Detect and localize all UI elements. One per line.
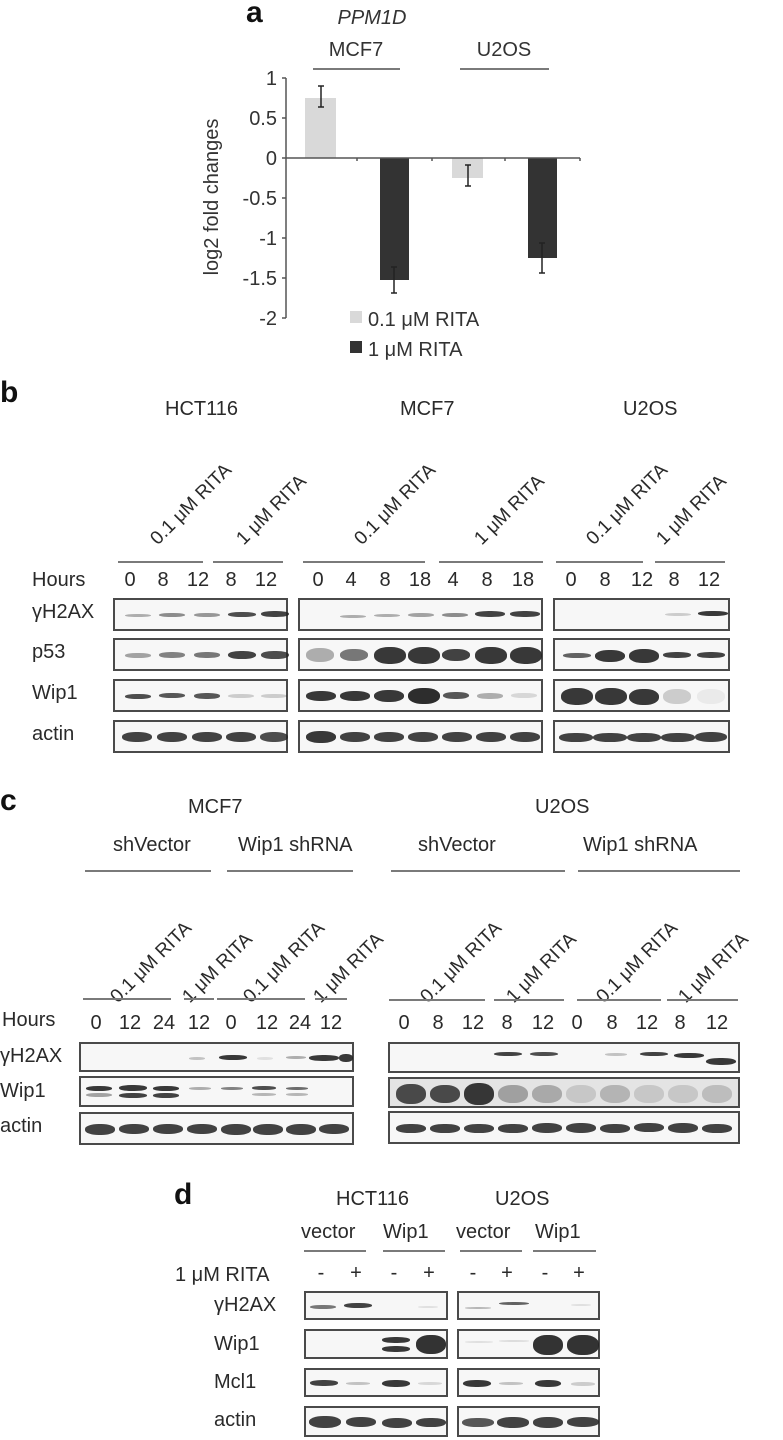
d-cellline-hct116: HCT116 [336, 1188, 409, 1210]
b-hours-label: Hours [32, 569, 86, 591]
d-row-actin: actin [214, 1409, 257, 1431]
blot-b-hct116-p53 [113, 638, 289, 671]
y-axis-label: log2 fold changes [201, 119, 223, 276]
blot-b-mcf7-gh2ax [298, 598, 543, 631]
b-hct116-treat-0.1: 0.1 μM RITA [146, 459, 236, 550]
legend-swatch-0.1 [350, 311, 362, 323]
c-row-actin: actin [0, 1115, 43, 1137]
blot-d-u2os-mcl1 [457, 1368, 600, 1397]
blot-b-u2os-wip1 [553, 679, 730, 712]
d-row-mcl1: Mcl1 [214, 1371, 257, 1393]
bar-mcf7-0.1 [305, 98, 336, 158]
chart-title: PPM1D [338, 7, 407, 29]
legend-label-1: 1 μM RITA [368, 339, 463, 361]
blot-c-u2os-actin [388, 1111, 740, 1144]
c-u2os-shrna-treat-0.1: 0.1 μM RITA [592, 917, 682, 1008]
b-cellline-hct116: HCT116 [165, 398, 238, 420]
group-label-mcf7: MCF7 [329, 39, 383, 61]
blot-d-hct116-gh2ax [304, 1291, 448, 1320]
blot-c-u2os-gh2ax [388, 1042, 740, 1073]
c-cellline-u2os: U2OS [535, 796, 590, 818]
c-row-gh2ax: γH2AX [0, 1045, 63, 1067]
bar-u2os-1 [528, 158, 557, 258]
d-u2os-vector: vector [456, 1221, 511, 1243]
d-row-gh2ax: γH2AX [214, 1294, 277, 1316]
blot-b-hct116-wip1 [113, 679, 288, 712]
blot-c-mcf7-wip1 [79, 1076, 354, 1107]
c-row-wip1: Wip1 [0, 1080, 46, 1102]
blot-d-hct116-mcl1 [304, 1368, 448, 1397]
blot-b-u2os-gh2ax [553, 598, 730, 631]
blot-c-mcf7-actin [79, 1112, 354, 1145]
legend-label-0.1: 0.1 μM RITA [368, 309, 480, 331]
d-hct116-vector: vector [301, 1221, 356, 1243]
c-u2os-wip1-shrna: Wip1 shRNA [583, 834, 698, 856]
d-u2os-wip1: Wip1 [535, 1221, 581, 1243]
ppm1d-bar-chart: PPM1D MCF7 U2OS log2 fold changes 1 0.5 … [201, 7, 581, 361]
svg-text:0: 0 [266, 148, 277, 170]
blot-d-u2os-actin [457, 1406, 600, 1437]
legend-swatch-1 [350, 341, 362, 353]
d-hct116-wip1: Wip1 [383, 1221, 429, 1243]
c-u2os-shvec-treat-0.1: 0.1 μM RITA [416, 917, 506, 1008]
b-cellline-mcf7: MCF7 [400, 398, 455, 420]
b-cellline-u2os: U2OS [623, 398, 678, 420]
blot-b-mcf7-actin [298, 720, 543, 753]
c-u2os-shvec-treat-1: 1 μM RITA [502, 928, 581, 1008]
panel-c-letter: c [0, 784, 17, 817]
b-hct116-treat-1: 1 μM RITA [232, 470, 311, 550]
d-row-wip1: Wip1 [214, 1333, 260, 1355]
blot-d-u2os-gh2ax [457, 1291, 600, 1320]
b-row-p53: p53 [32, 641, 66, 663]
c-hours-label: Hours [2, 1009, 56, 1031]
blot-d-hct116-actin [304, 1406, 448, 1437]
c-mcf7-wip1-shrna: Wip1 shRNA [238, 834, 353, 856]
svg-text:0.5: 0.5 [249, 108, 277, 130]
blot-c-mcf7-gh2ax [79, 1042, 354, 1072]
bar-mcf7-1 [380, 158, 409, 280]
blot-c-u2os-wip1 [388, 1077, 740, 1108]
panel-a-letter: a [246, 0, 263, 29]
b-row-gh2ax: γH2AX [32, 601, 95, 623]
blot-b-mcf7-p53 [298, 638, 543, 671]
y-axis-ticks: 1 0.5 0 -0.5 -1 -1.5 -2 [243, 68, 277, 330]
c-u2os-shvector: shVector [418, 834, 496, 856]
svg-text:-2: -2 [259, 308, 277, 330]
blot-b-hct116-gh2ax [113, 598, 289, 631]
blot-d-hct116-wip1 [304, 1329, 448, 1359]
c-mcf7-shvector: shVector [113, 834, 191, 856]
svg-text:-1.5: -1.5 [243, 268, 277, 290]
svg-text:1: 1 [266, 68, 277, 90]
b-mcf7-treat-0.1: 0.1 μM RITA [350, 459, 440, 550]
c-cellline-mcf7: MCF7 [188, 796, 243, 818]
b-mcf7-treat-1: 1 μM RITA [470, 470, 549, 550]
svg-text:-1: -1 [259, 228, 277, 250]
blot-b-hct116-actin [113, 720, 288, 753]
c-u2os-shrna-treat-1: 1 μM RITA [674, 928, 753, 1008]
b-row-wip1: Wip1 [32, 682, 78, 704]
blot-b-mcf7-wip1 [298, 679, 543, 712]
d-treatment-label: 1 μM RITA [175, 1264, 270, 1286]
b-row-actin: actin [32, 723, 75, 745]
d-cellline-u2os: U2OS [495, 1188, 550, 1210]
panel-b-letter: b [0, 376, 19, 409]
panel-d-letter: d [174, 1178, 193, 1211]
blot-b-u2os-p53 [553, 638, 730, 671]
blot-d-u2os-wip1 [457, 1329, 600, 1359]
group-label-u2os: U2OS [477, 39, 531, 61]
blot-b-u2os-actin [553, 720, 730, 753]
svg-text:-0.5: -0.5 [243, 188, 277, 210]
